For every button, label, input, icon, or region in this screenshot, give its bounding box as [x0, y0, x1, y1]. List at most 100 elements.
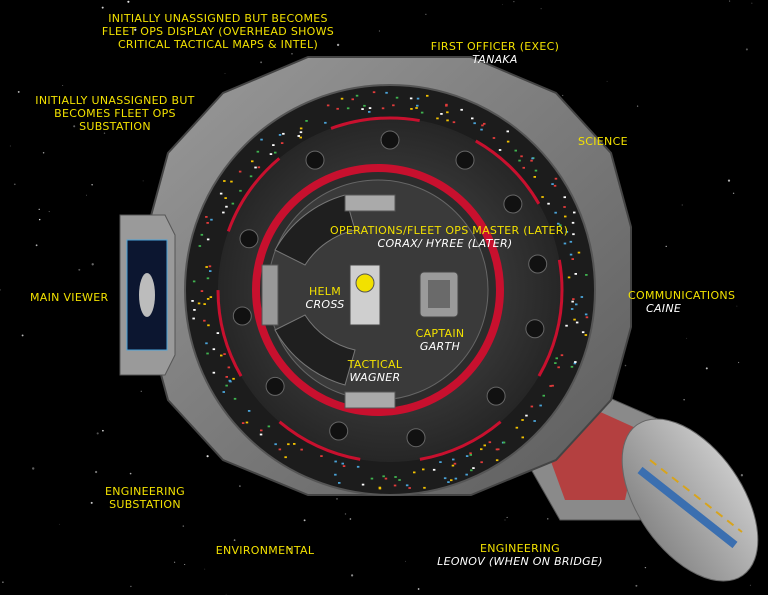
star [2, 581, 4, 583]
star [666, 246, 667, 247]
console-light [565, 325, 568, 327]
console-light [571, 301, 574, 303]
console-light [564, 243, 567, 245]
console-light [230, 181, 233, 183]
console-light [472, 467, 475, 469]
console-light [417, 98, 420, 100]
console-light [563, 206, 566, 208]
star [95, 471, 97, 473]
console-light [250, 175, 253, 177]
console-light [342, 463, 345, 465]
console-light [571, 308, 574, 310]
star [22, 334, 24, 336]
console-light [287, 443, 290, 445]
console-light [541, 196, 544, 198]
console-light [385, 92, 388, 94]
console-light [575, 304, 578, 306]
console-light [447, 481, 450, 483]
console-light [585, 334, 588, 336]
star [737, 306, 738, 307]
console-light [521, 419, 524, 421]
console-light [561, 354, 564, 356]
star [729, 1, 730, 2]
star [541, 8, 542, 9]
star [184, 564, 185, 565]
station-chair [504, 195, 522, 213]
console-light [239, 190, 242, 192]
console-light [465, 474, 468, 476]
console-light [581, 296, 584, 298]
console-light [228, 367, 231, 369]
star [18, 91, 20, 93]
star [635, 585, 637, 587]
station-chair [240, 230, 258, 248]
console-light [454, 463, 457, 465]
engineering-substation-label: ENGINEERING SUBSTATION [80, 485, 210, 511]
console-light [469, 452, 472, 454]
console-light [300, 128, 303, 130]
star [304, 519, 306, 521]
console-light [199, 245, 202, 247]
console-light [209, 270, 212, 272]
star [562, 95, 563, 96]
star [625, 365, 627, 367]
console-light [481, 125, 484, 127]
console-light [224, 197, 227, 199]
star [130, 473, 132, 475]
star [738, 362, 739, 363]
console-light [572, 258, 575, 260]
console-light [239, 171, 242, 173]
star [143, 181, 144, 182]
console-light [206, 222, 209, 224]
console-light [440, 113, 443, 115]
console-light [225, 385, 228, 387]
console-light [257, 151, 260, 153]
star [207, 455, 209, 457]
star [260, 61, 262, 63]
star [733, 193, 734, 194]
station-chair [330, 422, 348, 440]
console-light [192, 318, 195, 320]
console-light [484, 445, 487, 447]
console-light [300, 449, 303, 451]
captain-label: CAPTAIN GARTH [405, 327, 475, 353]
console-light [191, 300, 194, 302]
console-light [530, 160, 533, 162]
console-light [470, 454, 473, 456]
console-light [232, 203, 235, 205]
console-light [573, 319, 576, 321]
console-light [507, 141, 510, 143]
console-light [416, 105, 419, 107]
console-light [480, 461, 483, 463]
console-light [251, 160, 254, 162]
console-light [575, 273, 578, 275]
console-light [547, 203, 550, 205]
console-light [213, 348, 216, 350]
star [78, 269, 80, 271]
station-chair [381, 131, 399, 149]
main-viewer-label: MAIN VIEWER [30, 291, 108, 304]
console-light [533, 420, 536, 422]
console-light [523, 167, 526, 169]
console-light [382, 475, 385, 477]
star [0, 289, 1, 290]
console-light [573, 212, 576, 214]
tactical-rail [345, 392, 395, 408]
console-light [570, 241, 573, 243]
console-light [279, 449, 282, 451]
fleet-ops-substation-label: INITIALLY UNASSIGNED BUT BECOMES FLEET O… [20, 94, 210, 133]
console-light [446, 120, 449, 122]
console-light [396, 97, 399, 99]
console-light [207, 239, 210, 241]
console-light [531, 158, 534, 160]
console-light [279, 134, 282, 136]
console-light [217, 332, 220, 334]
console-light [260, 434, 263, 436]
console-light [515, 150, 518, 152]
console-light [220, 355, 223, 357]
star [686, 338, 687, 339]
console-light [518, 160, 521, 162]
star [204, 569, 205, 570]
console-light [578, 252, 581, 254]
console-light [341, 98, 344, 100]
